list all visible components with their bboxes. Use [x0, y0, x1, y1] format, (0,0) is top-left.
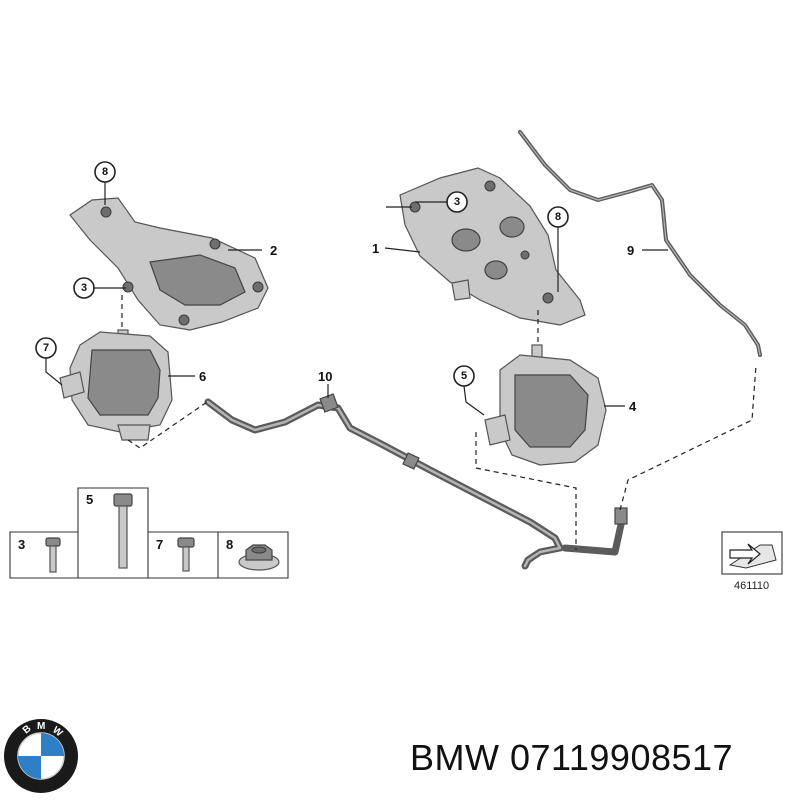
callout-number: 4 [629, 399, 637, 414]
fastener-cell-5: 5 [86, 492, 133, 569]
callout-right-nut-8: 8 [547, 206, 569, 292]
callout-right-bracket-1: 1 [372, 241, 421, 256]
callout-number: 5 [461, 370, 467, 382]
left-engine-bracket [69, 197, 269, 331]
callout-right-bolt-3: 3 [386, 191, 468, 213]
callout-number: 8 [555, 211, 561, 223]
bmw-logo: B M W [4, 719, 78, 793]
callout-number: 7 [43, 342, 49, 354]
left-engine-mount [59, 329, 173, 441]
callout-number: 1 [372, 241, 379, 256]
screw-shank [182, 546, 190, 572]
callout-right-mount-4: 4 [604, 399, 637, 414]
vacuum-hose-10 [204, 393, 628, 570]
fastener-cell-3: 3 [18, 537, 61, 573]
fastener-key-table: 3 5 7 8 [9, 487, 289, 579]
fastener-number: 7 [156, 537, 163, 552]
long-bolt-shank [118, 505, 128, 569]
callout-left-bracket-2: 2 [228, 243, 277, 258]
screw-head [177, 537, 195, 548]
callout-number: 8 [102, 166, 108, 178]
logo-quadrant-blue-2 [18, 756, 41, 779]
right-engine-mount [484, 344, 607, 466]
arrow-icon [729, 543, 761, 565]
callout-left-screw-7: 7 [35, 337, 63, 386]
fastener-cell-8: 8 [226, 537, 280, 571]
vacuum-line-9 [518, 130, 762, 357]
part-number-caption: BMW 07119908517 [410, 737, 734, 778]
callout-number: 2 [270, 243, 277, 258]
callout-number: 9 [627, 243, 634, 258]
reference-box: 461110 [721, 531, 783, 592]
callout-hose-10: 10 [318, 369, 332, 398]
bolt-head [45, 537, 61, 547]
callout-number: 3 [81, 282, 87, 294]
nut-hole [251, 546, 267, 554]
callout-left-mount-6: 6 [168, 369, 206, 384]
callout-number: 6 [199, 369, 206, 384]
callout-left-top-8: 8 [94, 161, 116, 205]
dashed-connections [121, 295, 757, 550]
long-bolt-head [113, 493, 133, 507]
fastener-cell-7: 7 [156, 537, 195, 572]
reference-frame [721, 531, 783, 575]
callout-vacuum-line-9: 9 [627, 243, 668, 258]
fastener-number: 8 [226, 537, 233, 552]
fastener-number: 3 [18, 537, 25, 552]
fastener-number: 5 [86, 492, 93, 507]
right-engine-bracket [399, 167, 586, 326]
callout-left-bolt-3: 3 [73, 277, 126, 299]
bolt-shank [49, 545, 57, 573]
callout-number: 3 [454, 196, 460, 208]
callout-right-screw-5: 5 [453, 365, 485, 416]
reference-number: 461110 [734, 580, 769, 592]
logo-letter-m: M [37, 721, 45, 732]
logo-quadrant-blue-1 [41, 733, 64, 756]
callout-number: 10 [318, 369, 332, 384]
